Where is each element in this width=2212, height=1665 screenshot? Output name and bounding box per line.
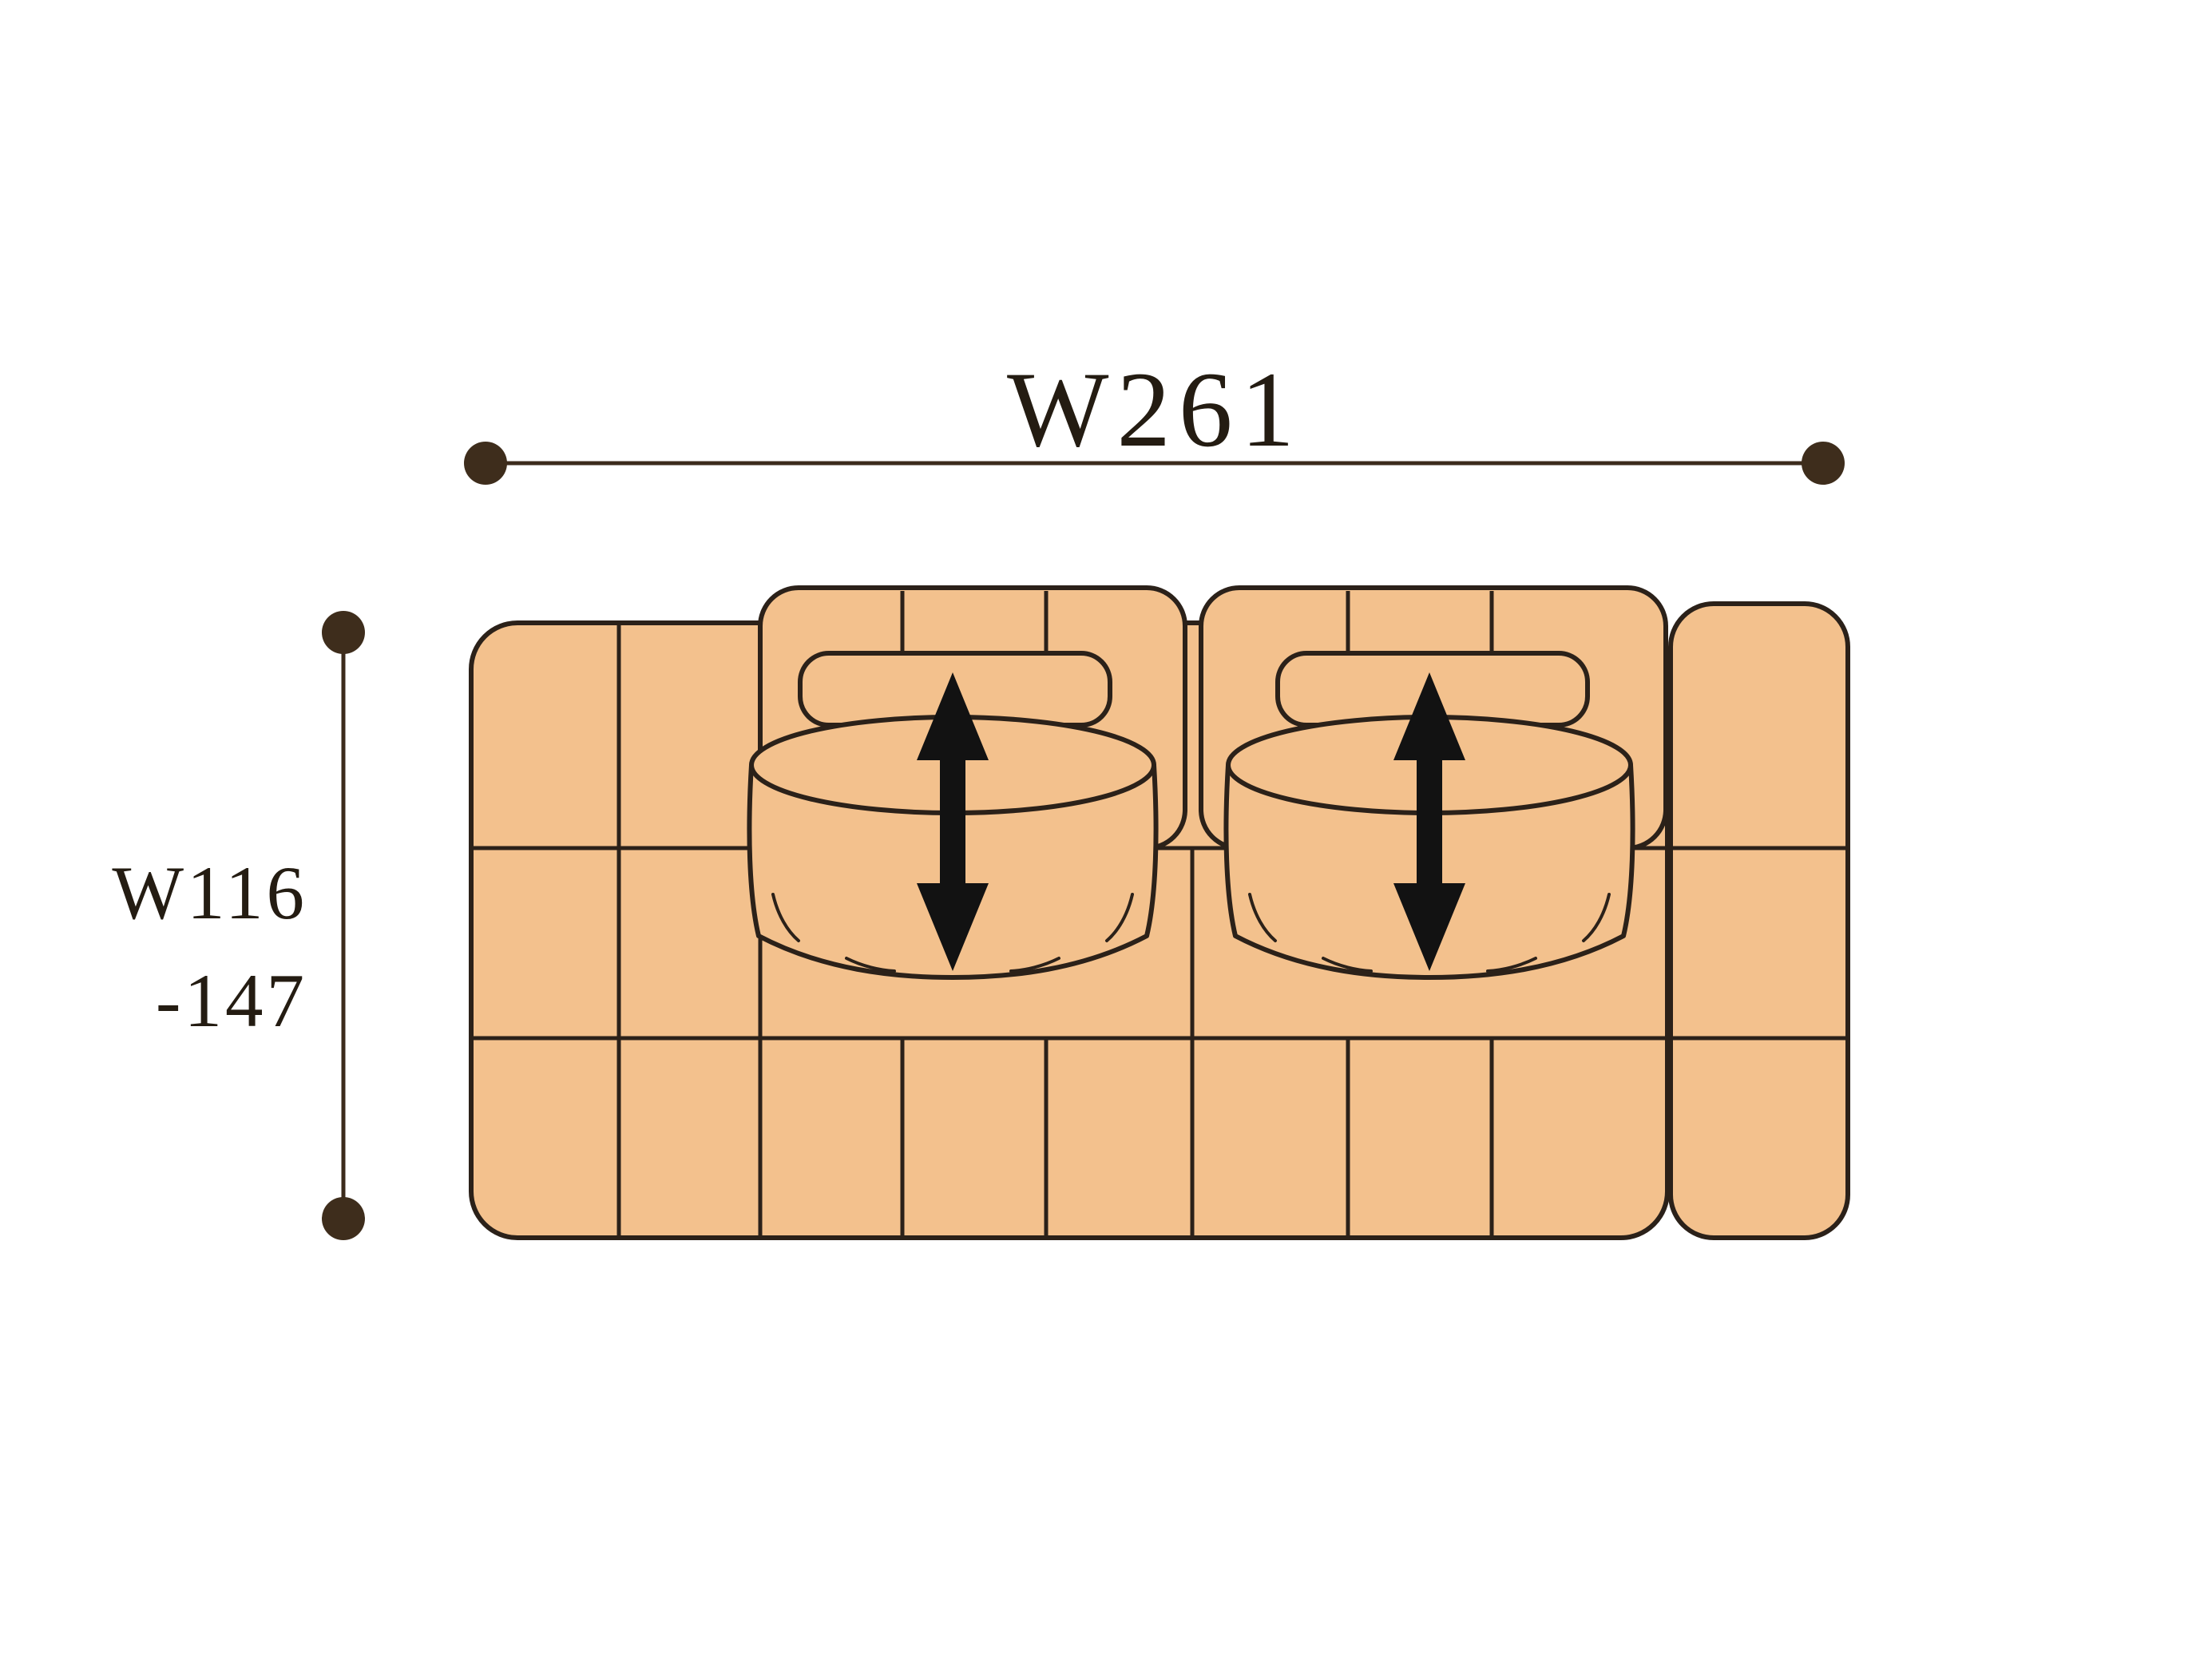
depth-dimension: W116 -147 <box>112 611 365 1240</box>
sofa-armrest-right <box>1668 601 1850 1240</box>
fabric-fold <box>1009 957 1060 973</box>
fabric-fold <box>1322 957 1373 973</box>
width-dimension: W261 <box>464 351 1845 485</box>
depth-dimension-endpoint-bottom-icon <box>322 1197 365 1240</box>
fabric-fold <box>1582 893 1611 942</box>
fabric-fold <box>845 957 896 973</box>
fabric-fold <box>1105 893 1134 942</box>
width-dimension-endpoint-left-icon <box>464 442 507 485</box>
depth-dimension-endpoint-top-icon <box>322 611 365 654</box>
fabric-fold <box>771 893 800 942</box>
depth-dimension-label-line2: -147 <box>156 958 307 1043</box>
fabric-fold <box>1248 893 1277 942</box>
sofa-top-view <box>469 585 1850 1240</box>
seat-recline-arrow-right-icon <box>1393 672 1465 971</box>
depth-dimension-label-line1: W116 <box>112 850 307 935</box>
seat-recline-arrow-left-icon <box>917 672 989 971</box>
width-dimension-endpoint-right-icon <box>1802 442 1845 485</box>
width-dimension-label: W261 <box>1007 351 1302 470</box>
fabric-fold <box>1486 957 1537 973</box>
